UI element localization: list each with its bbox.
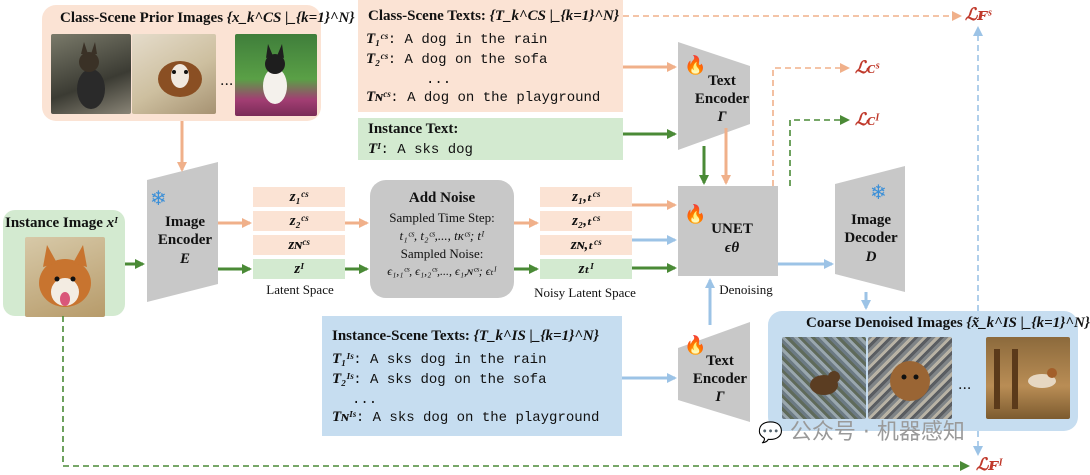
text-encoder-top-label-1: Text: [708, 73, 736, 89]
instance-scene-text-line: ...: [352, 392, 378, 408]
image-encoder-label-2: Encoder: [157, 232, 213, 248]
instance-scene-texts-formula: {T_k^IS |_{k=1}^N}: [473, 328, 599, 344]
dog-icon: [158, 61, 202, 97]
coarse-ellipsis: ...: [958, 377, 972, 393]
latent-item: zɴᶜˢ: [253, 235, 345, 255]
noisy-latent-item: z₂,ₜᶜˢ: [540, 211, 632, 231]
image-decoder-label-1: Image: [851, 212, 891, 228]
instance-text-panel: Instance Text: Tᴵ: A sks dog: [358, 118, 623, 160]
prior-image-1: [51, 34, 131, 114]
class-scene-text-line: Tɴᶜˢ: A dog on the playground: [366, 89, 601, 106]
add-noise-line: Sampled Noise:: [400, 246, 484, 261]
image-decoder-label-2: Decoder: [844, 230, 898, 246]
latent-space-label: Latent Space: [266, 282, 334, 297]
loss-final-scene: ℒꜰˢ: [965, 5, 992, 24]
prior-image-3: [235, 34, 317, 116]
noisy-latent-item: zₜᴵ: [540, 259, 632, 279]
text-encoder-bottom-label-2: Encoder: [692, 371, 748, 387]
image-encoder-symbol: E: [179, 251, 190, 267]
coarse-image-3: [986, 337, 1070, 419]
loss-coarse-instance: ℒᴄᴵ: [855, 110, 879, 129]
text-encoder-top-shape: [678, 42, 750, 150]
unet-label: UNET: [711, 221, 753, 237]
coarse-image-1: [782, 337, 866, 419]
noisy-latent-item: z₁,ₜᶜˢ: [540, 187, 632, 207]
instance-scene-text-line: T₂ᴵˢ: A sks dog on the sofa: [332, 371, 547, 388]
latent-item: z₁ᶜˢ: [253, 187, 345, 207]
text-encoder-bottom-shape: [678, 322, 750, 422]
coarse-image-2: [868, 337, 952, 419]
class-scene-prior-panel: Class-Scene Prior Images {x_k^CS |_{k=1}…: [42, 5, 355, 121]
instance-scene-text-line: T₁ᴵˢ: A sks dog in the rain: [332, 351, 547, 368]
text-encoder-bottom-label-1: Text: [706, 353, 734, 369]
unet-caption: Denoising: [719, 282, 773, 297]
add-noise-line: t₁ᶜˢ, t₂ᶜˢ,..., tᴋᶜˢ; tᴵ: [399, 228, 485, 243]
noisy-latent-item: zɴ,ₜᶜˢ: [540, 235, 632, 255]
instance-image-panel: Instance Image xᴵ: [3, 210, 125, 317]
add-noise-title: Add Noise: [408, 190, 476, 206]
instance-scene-texts-panel: Instance-Scene Texts: {T_k^IS |_{k=1}^N}…: [322, 316, 622, 436]
instance-scene-text-line: Tɴᴵˢ: A sks dog on the playground: [332, 409, 600, 426]
add-noise-line: ϵ₁,₁ᶜˢ, ϵ₁,₂ᶜˢ,..., ϵ₁,ɴᶜˢ; ϵₜᴵ: [387, 264, 497, 278]
dog-icon: [77, 42, 105, 109]
dashed-loss-line: [789, 115, 850, 186]
class-scene-prior-title: Class-Scene Prior Images: [60, 10, 224, 26]
image-decoder-symbol: D: [865, 249, 877, 265]
text-encoder-top-symbol: Γ: [717, 109, 727, 125]
loss-coarse-scene: ℒᴄˢ: [855, 58, 880, 77]
instance-scene-texts-title: Instance-Scene Texts:: [332, 328, 470, 344]
instance-image-title: Instance Image: [5, 215, 103, 231]
noisy-latent-label: Noisy Latent Space: [534, 285, 636, 300]
fire-icon: 🔥: [684, 204, 707, 225]
fire-icon: 🔥: [684, 335, 707, 356]
watermark: 💬 公众号 · 机器感知: [758, 414, 965, 446]
image-encoder-label-1: Image: [165, 214, 205, 230]
text-encoder-top-label-2: Encoder: [694, 91, 750, 107]
noisy-latent-stack: z₁,ₜᶜˢ z₂,ₜᶜˢ zɴ,ₜᶜˢ zₜᴵ: [540, 187, 632, 279]
instance-image-symbol: xᴵ: [106, 215, 118, 231]
corgi-icon: [39, 245, 91, 307]
class-scene-texts-panel: Class-Scene Texts: {T_k^CS |_{k=1}^N} T₁…: [358, 0, 623, 112]
prior-ellipsis: ...: [220, 73, 234, 89]
instance-text-value: : A sks dog: [380, 142, 473, 158]
coarse-denoised-panel: Coarse Denoised Images {x̃_k^IS |_{k=1}^…: [768, 311, 1090, 431]
class-scene-texts-formula: {T_k^CS |_{k=1}^N}: [489, 8, 620, 24]
instance-image: [25, 237, 105, 317]
snowflake-icon: ❄: [870, 180, 887, 204]
loss-final-instance: ℒꜰᴵ: [976, 455, 1003, 474]
prior-image-2: [132, 34, 216, 114]
latent-item: zᴵ: [253, 259, 345, 279]
watermark-text: 公众号 · 机器感知: [789, 420, 965, 445]
snowflake-icon: ❄: [150, 186, 167, 210]
instance-text-title: Instance Text:: [368, 121, 459, 137]
class-scene-texts-title: Class-Scene Texts:: [368, 8, 486, 24]
latent-item: z₂ᶜˢ: [253, 211, 345, 231]
dog-icon: [810, 371, 840, 395]
class-scene-prior-formula: {x_k^CS |_{k=1}^N}: [226, 10, 355, 26]
dog-icon: [994, 349, 1057, 409]
coarse-denoised-title: Coarse Denoised Images: [806, 315, 963, 331]
image-encoder-shape: [147, 162, 218, 302]
coarse-denoised-formula: {x̃_k^IS |_{k=1}^N}: [966, 315, 1090, 331]
instance-text-symbol: Tᴵ: [368, 141, 381, 157]
unet-body: [678, 186, 778, 276]
dog-icon: [890, 361, 930, 401]
class-scene-text-line: ...: [426, 72, 452, 88]
dashed-loss-line: [62, 316, 970, 471]
text-encoder-bottom-symbol: Γ: [715, 389, 725, 405]
dashed-loss-line: [772, 63, 850, 186]
unet-symbol: ϵθ: [724, 240, 740, 256]
latent-space-stack: z₁ᶜˢ z₂ᶜˢ zɴᶜˢ zᴵ: [253, 187, 345, 279]
class-scene-text-line: T₁ᶜˢ: A dog in the rain: [366, 31, 548, 48]
add-noise-line: Sampled Time Step:: [389, 210, 495, 225]
class-scene-text-line: T₂ᶜˢ: A dog on the sofa: [366, 51, 548, 68]
fire-icon: 🔥: [684, 55, 707, 76]
add-noise-panel: Add Noise Sampled Time Step: t₁ᶜˢ, t₂ᶜˢ,…: [370, 180, 514, 298]
wechat-icon: 💬: [758, 420, 783, 444]
dog-icon: [263, 44, 287, 104]
image-decoder-shape: [835, 166, 905, 292]
